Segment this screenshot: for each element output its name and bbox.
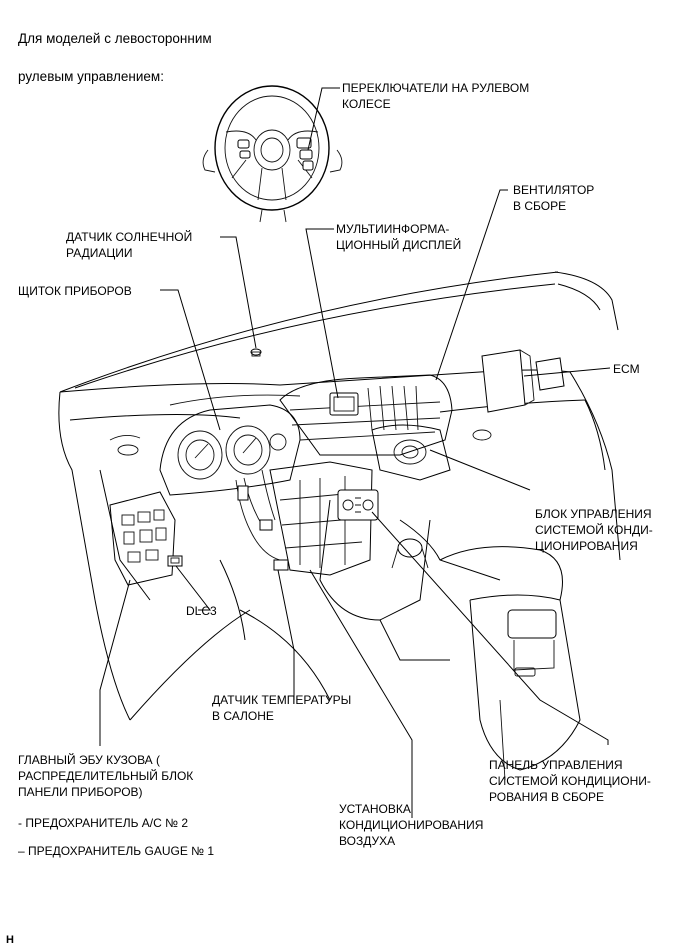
label-room-temp-sensor: ДАТЧИК ТЕМПЕРАТУРЫ В САЛОНЕ bbox=[212, 693, 352, 723]
label-steering-switches: ПЕРЕКЛЮЧАТЕЛИ НА РУЛЕВОМ КОЛЕСЕ bbox=[342, 81, 530, 111]
solar-sensor bbox=[250, 348, 262, 357]
label-multi-display: МУЛЬТИИНФОРМА- ЦИОННЫЙ ДИСПЛЕЙ bbox=[336, 222, 462, 252]
label-combination-meter: ЩИТОК ПРИБОРОВ bbox=[18, 284, 132, 298]
label-fuse-ac: - ПРЕДОХРАНИТЕЛЬ A/C № 2 bbox=[18, 816, 189, 830]
label-ac-unit: УСТАНОВКА КОНДИЦИОНИРОВАНИЯ ВОЗДУХА bbox=[339, 802, 484, 848]
label-dlc3: DLC3 bbox=[186, 604, 217, 618]
label-fuse-gauge: – ПРЕДОХРАНИТЕЛЬ GAUGE № 1 bbox=[18, 844, 215, 858]
label-ecm: ECM bbox=[613, 362, 640, 376]
label-ac-amplifier: БЛОК УПРАВЛЕНИЯ СИСТЕМОЙ КОНДИ- ЦИОНИРОВ… bbox=[535, 507, 653, 553]
center-console bbox=[319, 499, 581, 781]
header-line-2: рулевым управлением: bbox=[18, 69, 164, 84]
label-ac-control-panel: ПАНЕЛЬ УПРАВЛЕНИЯ СИСТЕМОЙ КОНДИЦИОНИ- Р… bbox=[489, 758, 651, 804]
label-blower: ВЕНТИЛЯТОР В СБОРЕ bbox=[513, 183, 595, 213]
header-line-1: Для моделей с левосторонним bbox=[18, 31, 212, 46]
steering-wheel-inset bbox=[202, 85, 343, 223]
dashboard-outline bbox=[58, 271, 621, 721]
header-text: Для моделей с левосторонним рулевым упра… bbox=[18, 10, 212, 86]
junction-block-area bbox=[109, 491, 183, 586]
ac-unit-assembly bbox=[235, 374, 453, 576]
leader-lines bbox=[99, 87, 611, 818]
footer-code: H bbox=[6, 934, 14, 946]
ecm-box bbox=[481, 349, 565, 413]
instrument-cluster bbox=[159, 404, 301, 496]
label-main-body-ecu: ГЛАВНЫЙ ЭБУ КУЗОВА ( РАСПРЕДЕЛИТЕЛЬНЫЙ Б… bbox=[18, 753, 194, 799]
label-solar-sensor: ДАТЧИК СОЛНЕЧНОЙ РАДИАЦИИ bbox=[66, 230, 193, 260]
